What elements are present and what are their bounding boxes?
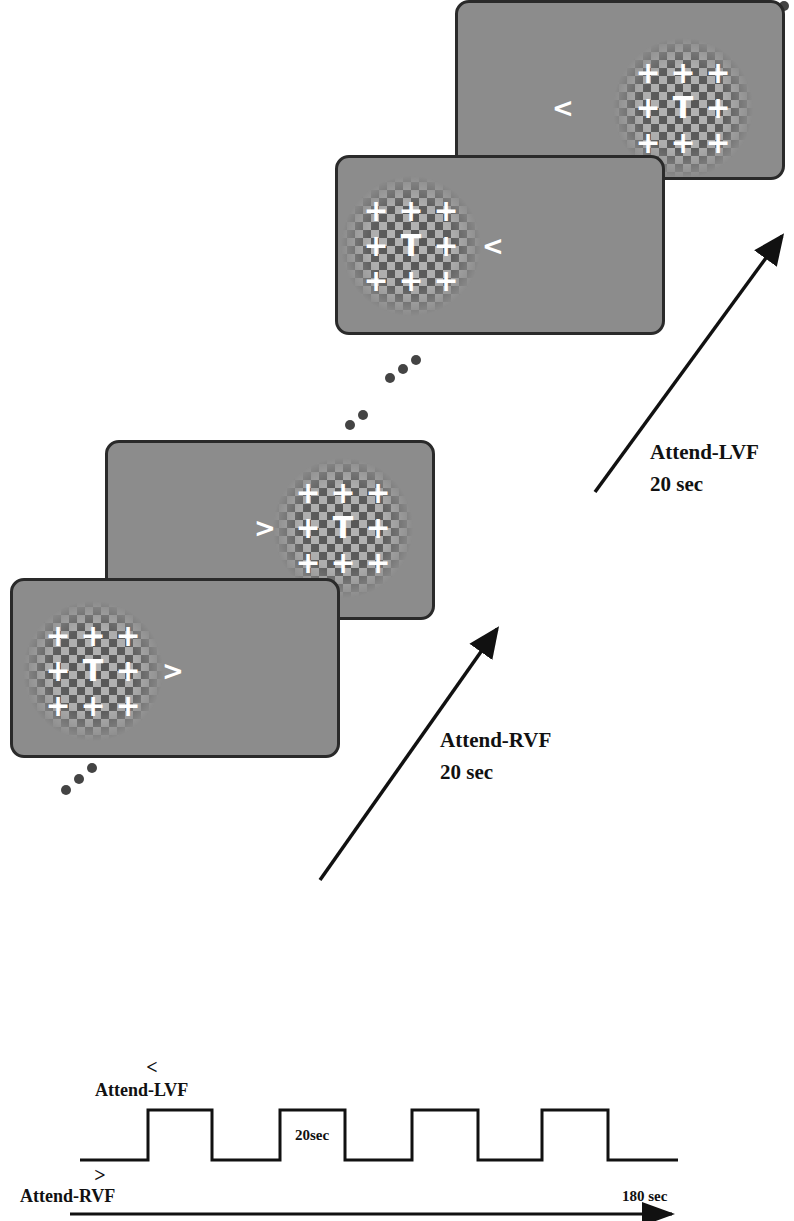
condition-label: Attend-LVF [95,1080,188,1101]
stimulus-item: + [45,691,70,721]
stimulus-item: + [115,691,140,721]
stimulus-item: T [83,656,103,686]
stimulus-item: + [398,196,423,226]
stimulus-item: + [433,196,458,226]
duration-label: 180 sec [622,1188,667,1205]
cue-symbol: < [146,1056,157,1079]
stimulus-item: + [635,128,660,158]
duration-label: 20sec [295,1127,329,1144]
stimulus-item: + [363,196,388,226]
condition-label: Attend-RVF [20,1186,115,1207]
stimulus-item: + [295,513,320,543]
stimulus-item: T [673,93,693,123]
attention-cue: < [552,95,574,121]
stimulus-item: + [705,128,730,158]
stimulus-item: + [80,691,105,721]
condition-label: Attend-RVF [440,728,551,752]
screen-panel: + + + + T + + + + < [455,0,785,180]
stimulus-item: + [330,548,355,578]
screen-panel: + + + + T + + + + < [335,155,665,335]
stimulus-item: + [363,266,388,296]
screen-panel: + + + + T + + + + > [10,578,340,758]
stimulus-item: + [433,231,458,261]
stimulus-item: + [398,266,423,296]
stimulus-item: + [45,656,70,686]
checker-disc [455,0,785,180]
condition-label: Attend-LVF [650,440,759,464]
stimulus-item: + [115,621,140,651]
time-arrow [320,629,497,880]
stimulus-item: + [330,478,355,508]
stimulus-item: + [363,231,388,261]
attention-cue: > [162,658,184,684]
square-wave [80,1110,678,1160]
stimulus-item: T [333,513,353,543]
cue-symbol: > [94,1164,105,1187]
stimulus-item: + [635,93,660,123]
stimulus-item: + [295,548,320,578]
stimulus-item: + [365,513,390,543]
stimulus-item: + [45,621,70,651]
stimulus-item: + [365,478,390,508]
stimulus-item: + [433,266,458,296]
stimulus-item: T [401,231,421,261]
stimulus-item: + [295,478,320,508]
time-axis [70,1213,672,1216]
stimulus-item: + [365,548,390,578]
stimulus-item: + [705,93,730,123]
stimulus-item: + [635,58,660,88]
stimulus-item: + [670,128,695,158]
attention-cue: > [254,515,276,541]
stimulus-item: + [115,656,140,686]
stimulus-item: + [80,621,105,651]
stimulus-item: + [670,58,695,88]
ellipsis-dots [61,1,789,795]
stimulus-item: + [705,58,730,88]
duration-label: 20 sec [440,760,493,784]
duration-label: 20 sec [650,472,703,496]
attention-cue: < [482,233,504,259]
